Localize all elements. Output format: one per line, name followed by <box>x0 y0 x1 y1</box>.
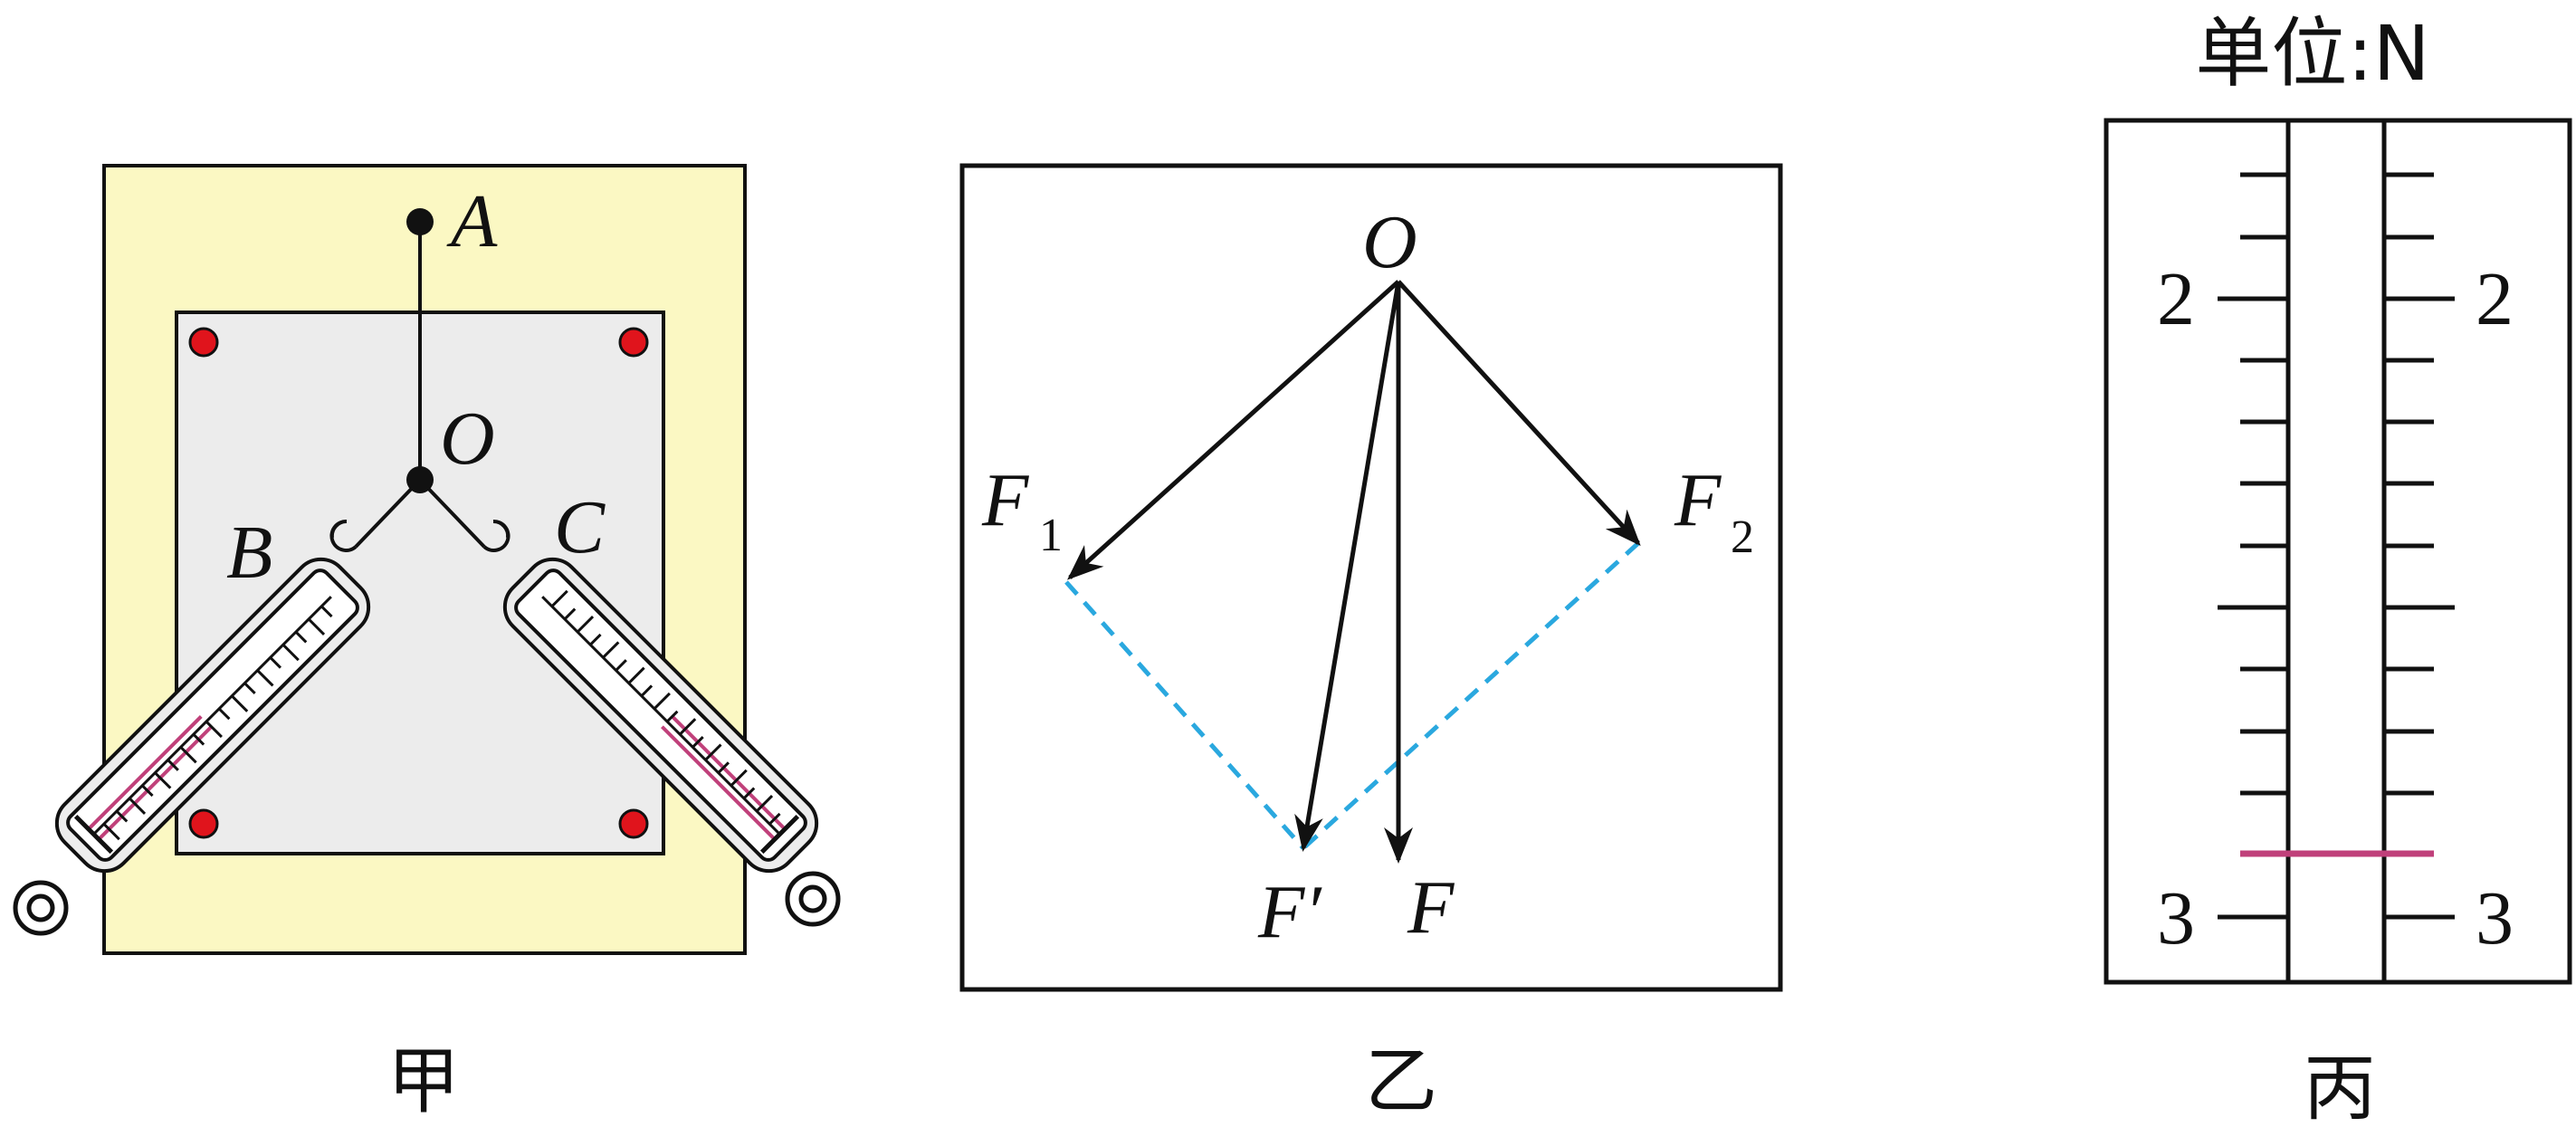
dashed-line-f2-fprime <box>1302 541 1640 850</box>
hook-b <box>329 519 358 552</box>
label-f1: F <box>981 458 1030 542</box>
string-oc <box>418 478 486 549</box>
pull-ring-b <box>13 880 69 936</box>
point-o-dot <box>406 466 434 493</box>
panel-jia: A O B C 甲 <box>13 164 841 1123</box>
label-f2-subscript: 2 <box>1731 511 1754 563</box>
string-ob <box>354 478 422 549</box>
spring-scale-b <box>54 557 371 874</box>
scale-label-right-3: 3 <box>2476 876 2514 960</box>
unit-label: 单位:N <box>2195 9 2429 98</box>
caption-jia: 甲 <box>387 1039 460 1123</box>
label-f-prime: F′ <box>1257 870 1322 954</box>
panel-yi: O F 1 F 2 F′ F 乙 <box>959 163 1783 1123</box>
pushpin-top-left <box>188 327 219 358</box>
diagram-frame <box>959 163 1783 992</box>
label-c: C <box>554 485 606 569</box>
label-o-yi: O <box>1362 200 1417 284</box>
pushpin-bottom-left <box>188 808 219 839</box>
scale-label-left-3: 3 <box>2157 876 2195 960</box>
scale-label-left-2: 2 <box>2157 257 2195 341</box>
label-a: A <box>446 179 498 263</box>
panel-bing: 单位:N <box>2104 9 2572 1131</box>
pull-ring-c <box>785 871 841 927</box>
hook-c <box>482 519 510 552</box>
caption-yi: 乙 <box>1365 1039 1437 1123</box>
arrow-f2 <box>1397 280 1641 546</box>
dashed-line-f1-fprime <box>1064 580 1305 850</box>
arrow-f-prime <box>1294 281 1401 852</box>
label-o: O <box>440 397 495 481</box>
scale-ticks-right <box>2384 172 2455 920</box>
pushpin-top-right <box>618 327 649 358</box>
label-f1-subscript: 1 <box>1039 510 1063 561</box>
label-f2: F <box>1674 458 1722 542</box>
pushpin-bottom-right <box>618 808 649 839</box>
point-a-dot <box>406 208 434 235</box>
spring-scale-c <box>502 557 819 874</box>
label-b: B <box>226 511 272 595</box>
caption-bing: 丙 <box>2304 1046 2376 1131</box>
scale-frame <box>2104 118 2572 985</box>
arrow-f1 <box>1067 280 1400 580</box>
label-f: F <box>1407 865 1455 950</box>
scale-label-right-2: 2 <box>2476 257 2514 341</box>
